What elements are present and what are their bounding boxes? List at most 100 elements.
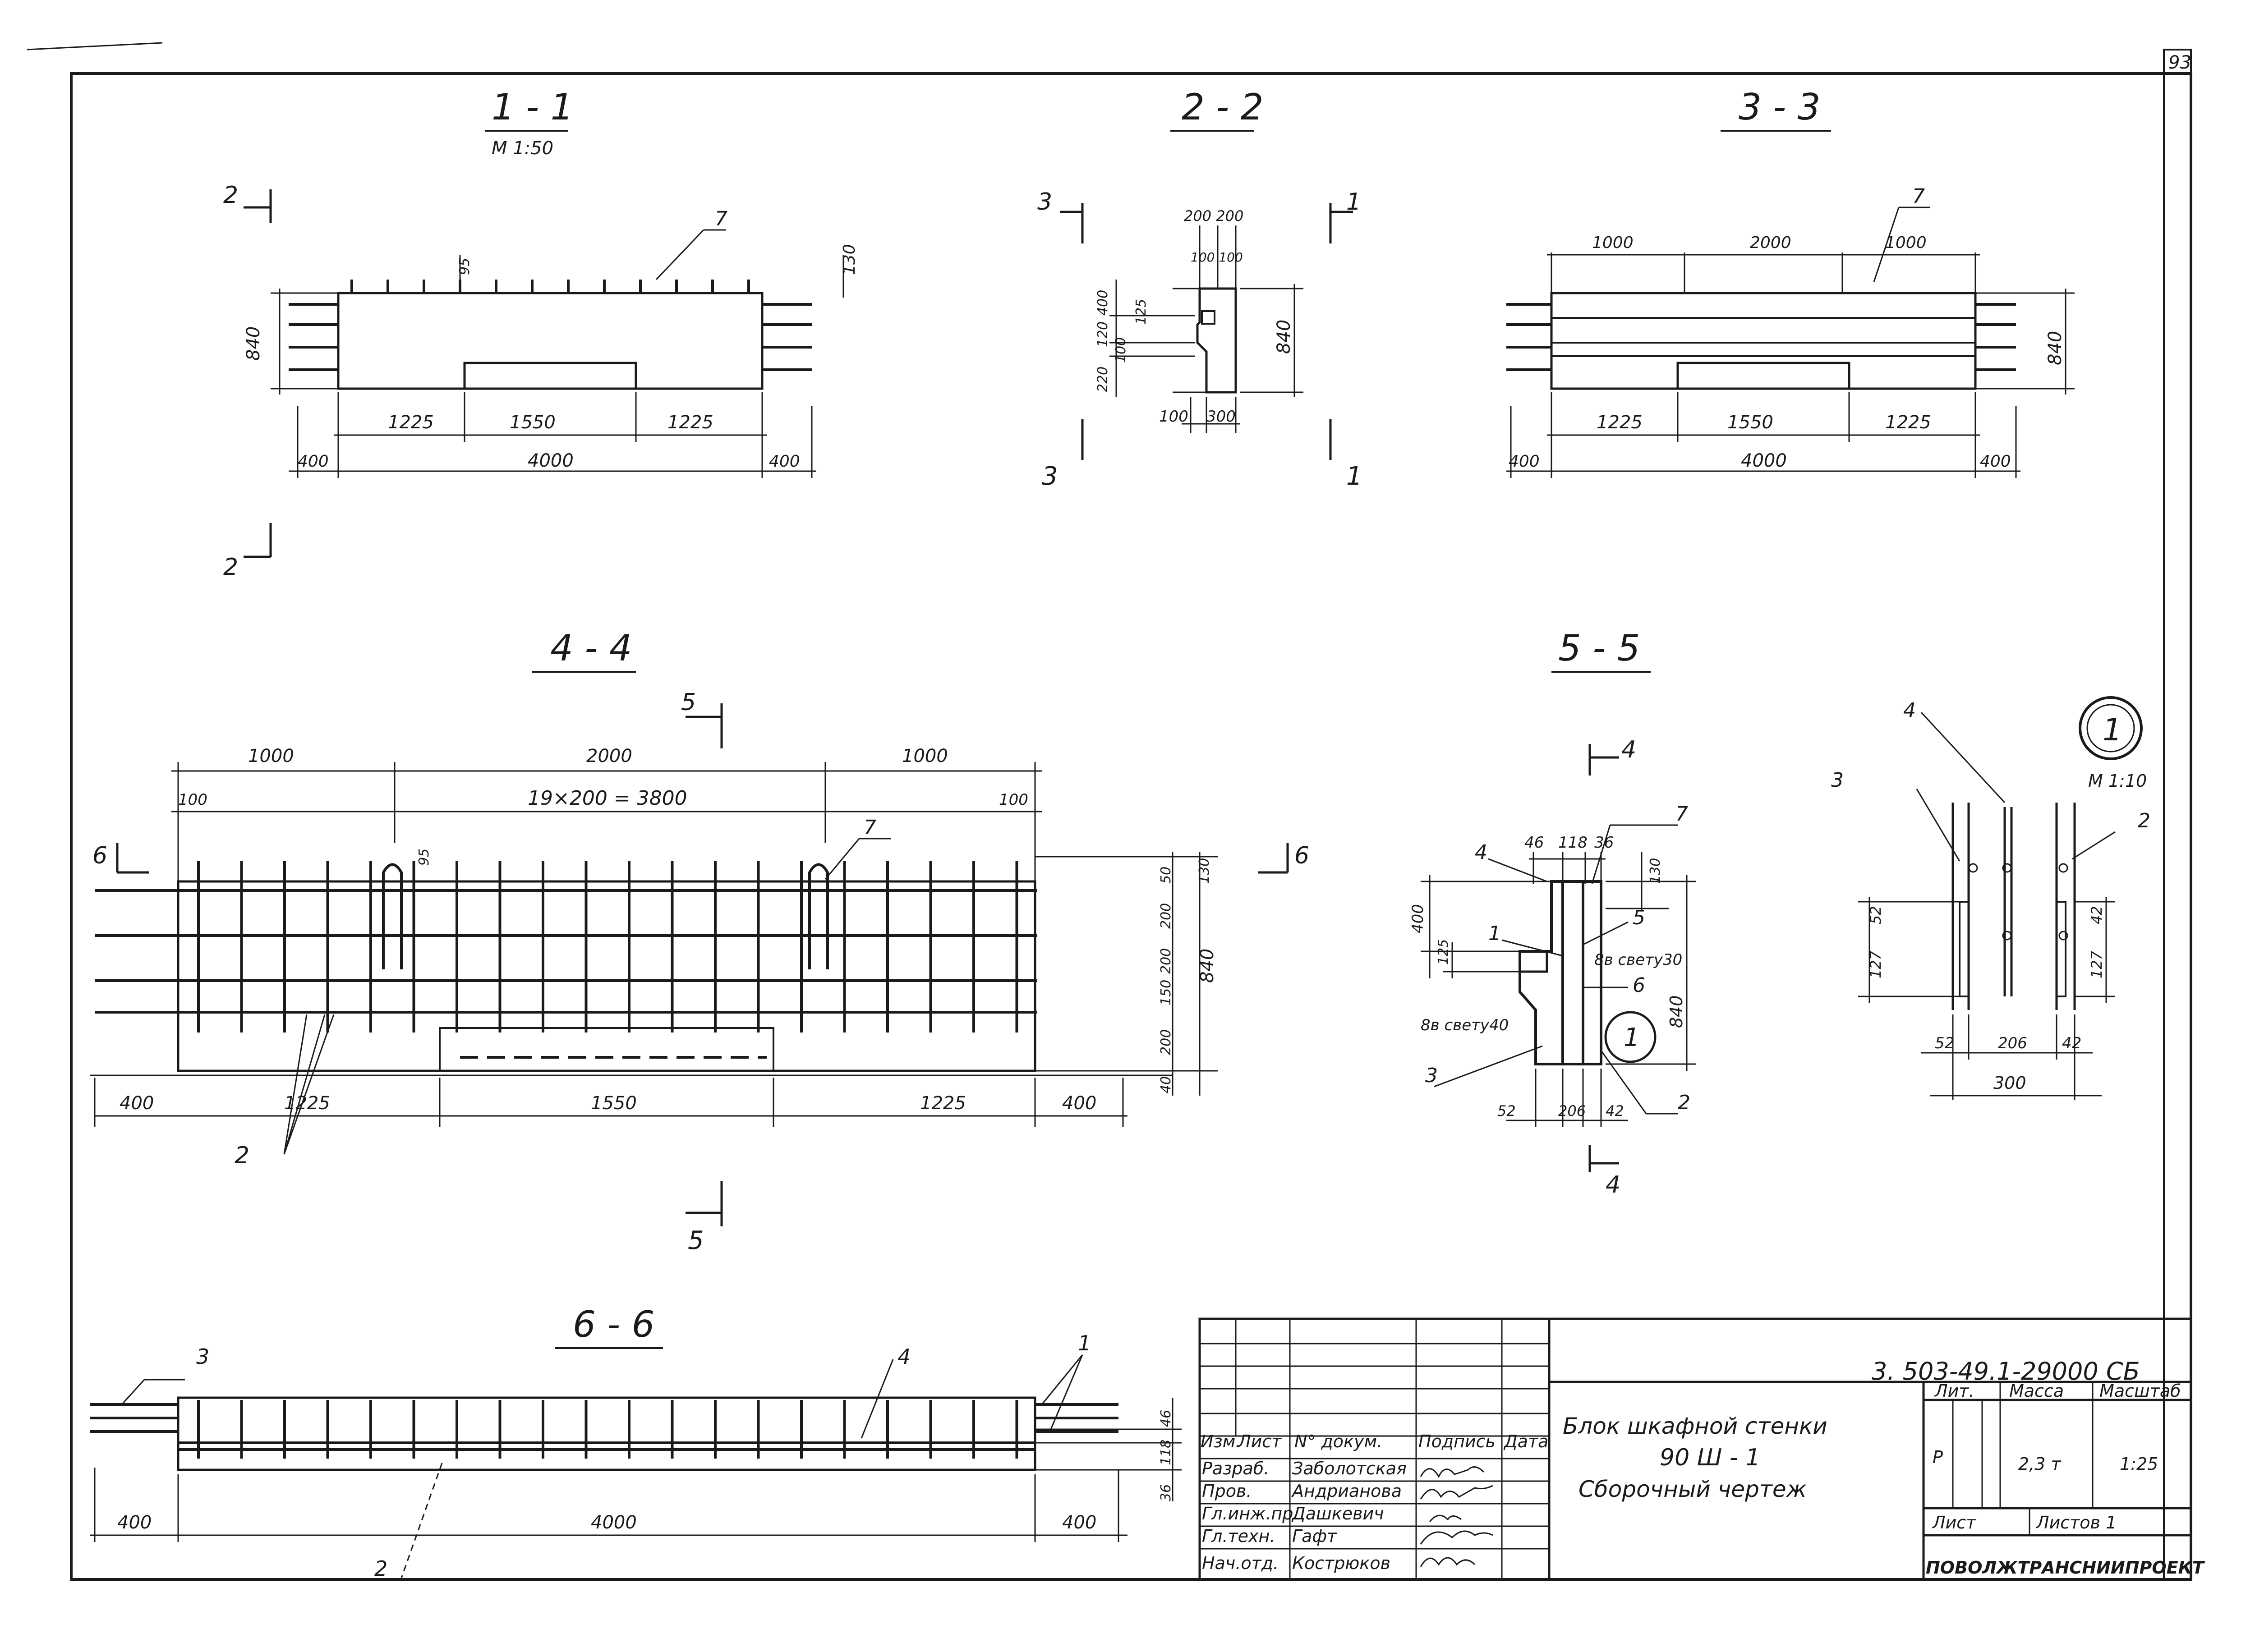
tb-scale-value: 1:25 [2120, 1454, 2158, 1474]
s22-dim-400: 400 [1095, 290, 1111, 316]
s33-dim-400-right: 400 [1980, 452, 2011, 471]
signature-row-4 [1420, 1530, 1493, 1545]
s44-dim-40: 40 [1158, 1076, 1174, 1093]
s22-dim-100: 100 [1113, 337, 1129, 363]
s11-dim-95: 95 [457, 258, 473, 275]
s44-bottom-400-left: 400 [120, 1093, 154, 1114]
tb-name-role-5: Кострюков [1292, 1553, 1390, 1573]
s44-dim-200-c: 200 [1158, 1029, 1174, 1055]
tb-role-2: Пров. [1202, 1481, 1252, 1501]
tb-col-list: Лист [1237, 1432, 1282, 1451]
tb-mass-label: Масса [2009, 1381, 2064, 1401]
s22-cut-marker-3-top: 3 [1037, 188, 1052, 216]
s66-dim-118: 118 [1158, 1440, 1174, 1465]
s44-dim-50: 50 [1158, 867, 1174, 884]
s66-leader-4: 4 [897, 1345, 911, 1369]
s33-dim-400-left: 400 [1509, 452, 1540, 471]
s66-dim-400-left: 400 [117, 1512, 152, 1533]
s44-cut-6-left: 6 [92, 842, 107, 869]
s11-dim-130: 130 [840, 244, 859, 275]
s55-leader-6: 6 [1633, 974, 1645, 997]
s55-node-ref: 1 [1624, 1023, 1640, 1052]
node-1-bottom-42: 42 [2062, 1034, 2081, 1052]
tb-scale-label: Масштаб [2099, 1381, 2181, 1401]
s33-dim-1225-left: 1225 [1597, 412, 1643, 433]
node-1-total-300: 300 [1993, 1073, 2026, 1093]
s55-note-40: 8в свету40 [1421, 1016, 1509, 1034]
tb-lit-label: Лит. [1934, 1381, 1974, 1401]
section-3-3: 3 - 3 1000 2000 1000 [1506, 86, 2075, 478]
section-5-5-title: 5 - 5 [1558, 627, 1640, 669]
s11-dim-400-left: 400 [298, 452, 329, 471]
s11-dim-840: 840 [243, 326, 264, 361]
tb-name-3: Сборочный чертеж [1578, 1476, 1807, 1502]
s22-dim-840: 840 [1274, 320, 1294, 354]
tb-role-3: Гл.инж.пр. [1202, 1504, 1298, 1524]
s44-edge-right: 100 [999, 791, 1028, 809]
tb-mass-value: 2,3 т [2018, 1454, 2062, 1474]
s66-leader-2: 2 [374, 1556, 387, 1581]
signature-row-5 [1420, 1557, 1476, 1567]
s33-dim-4000: 4000 [1741, 450, 1787, 471]
s22-dim-300-bottom: 300 [1206, 408, 1236, 426]
node-1-scale: М 1:10 [2088, 771, 2147, 791]
s11-dim-1550: 1550 [510, 412, 556, 433]
section-3-3-title: 3 - 3 [1739, 86, 1821, 128]
s55-cut-4-bottom: 4 [1606, 1171, 1620, 1198]
section-1-1-scale: М 1:50 [492, 138, 553, 159]
s44-dim-200-a: 200 [1158, 903, 1174, 929]
s44-dim-200-b: 200 [1158, 948, 1174, 974]
s66-leader-1: 1 [1078, 1331, 1091, 1355]
s44-dim-840: 840 [1197, 949, 1218, 983]
tb-role-4: Гл.техн. [1202, 1526, 1275, 1546]
s66-dim-4000: 4000 [591, 1512, 637, 1533]
tb-name-role-1: Заболотская [1292, 1459, 1407, 1478]
tb-name-role-2: Андрианова [1291, 1481, 1402, 1501]
section-5-5: 5 - 5 1 [1409, 627, 1696, 1198]
tb-lit-value: Р [1933, 1447, 1943, 1467]
s55-dim-118: 118 [1558, 834, 1588, 852]
node-1-leader-4: 4 [1903, 699, 1916, 722]
s55-dim-42: 42 [1606, 1102, 1624, 1120]
tb-name-role-4: Гафт [1292, 1526, 1338, 1546]
section-4-4-title: 4 - 4 [550, 627, 632, 669]
s11-dim-400-right: 400 [769, 452, 800, 471]
node-1-leader-3: 3 [1831, 769, 1844, 792]
s11-leader-7: 7 [715, 207, 727, 230]
s66-vertical-bars [197, 1400, 1018, 1459]
s44-leader-2: 2 [235, 1142, 249, 1169]
s55-leader-1: 1 [1488, 922, 1501, 945]
s22-cut-marker-1-bottom: 1 [1346, 462, 1362, 491]
s44-bottom-400-right: 400 [1062, 1093, 1096, 1114]
s33-dim-840: 840 [2045, 331, 2066, 365]
node-1-dim-42: 42 [2088, 906, 2105, 924]
s44-cut-5-bottom: 5 [688, 1226, 704, 1255]
node-1-dim-127-right: 127 [2088, 950, 2105, 978]
s22-cut-marker-1-top: 1 [1346, 188, 1361, 216]
section-1-1: 1 - 1 М 1:50 840 [223, 86, 859, 581]
s11-dim-1225-right: 1225 [667, 412, 713, 433]
s44-cut-5-top: 5 [681, 689, 696, 716]
tb-sheets-label: Листов 1 [2035, 1513, 2117, 1533]
tb-col-izm: Изм. [1201, 1432, 1241, 1451]
tb-col-doc: N° докум. [1294, 1432, 1382, 1451]
s55-dim-125: 125 [1436, 939, 1451, 965]
node-1-bottom-206: 206 [1998, 1034, 2027, 1052]
s55-leader-2: 2 [1678, 1091, 1690, 1114]
s66-leader-3: 3 [196, 1345, 209, 1369]
sheet-number: 93 [2168, 52, 2191, 73]
s66-dim-400-right: 400 [1062, 1512, 1096, 1533]
s33-top-1000-left: 1000 [1592, 234, 1634, 252]
s11-cut-marker-bottom: 2 [223, 554, 238, 581]
s55-note-30: 8в свету30 [1594, 951, 1682, 969]
signature-row-3 [1429, 1514, 1462, 1522]
s55-cut-4-top: 4 [1621, 736, 1636, 763]
s55-dim-206: 206 [1558, 1102, 1586, 1120]
s22-dim-220: 220 [1095, 367, 1111, 392]
s55-dim-52: 52 [1497, 1102, 1516, 1120]
s22-top-dims-2: 100 100 [1191, 250, 1243, 265]
s66-dim-46: 46 [1158, 1410, 1174, 1427]
s44-vertical-bars [197, 861, 1018, 1032]
s33-dim-1225-right: 1225 [1885, 412, 1931, 433]
s22-cut-marker-3-bottom: 3 [1042, 462, 1058, 491]
